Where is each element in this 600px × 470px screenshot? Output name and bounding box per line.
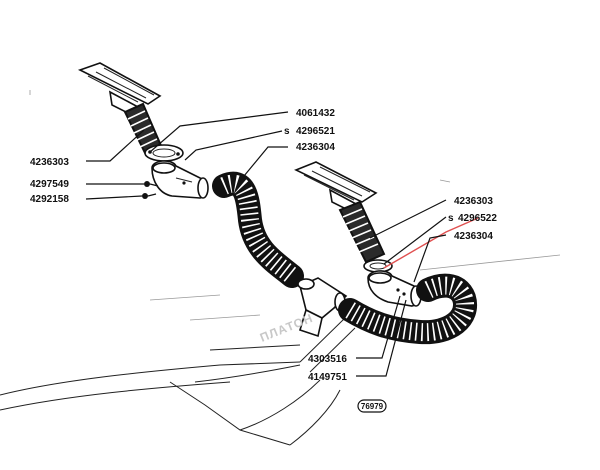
label-left-gasket: 4296521 [296, 126, 335, 137]
label-left-duct: 4061432 [296, 108, 335, 119]
label-right-bracket: 4303516 [308, 354, 347, 365]
right-flexible-hose [338, 273, 477, 345]
label-right-gasket: 4296522 [458, 213, 497, 224]
left-screw [142, 193, 157, 199]
left-gasket [144, 144, 184, 162]
label-right-screw: 4149751 [308, 372, 347, 383]
dashboard-outline [0, 90, 561, 446]
figure-id: 76979 [361, 402, 384, 411]
left-vent-grille [77, 62, 162, 120]
left-clip [144, 181, 159, 187]
leader-lines [85, 111, 447, 377]
label-left-hose-top: 4236304 [296, 142, 335, 153]
left-flexible-hose [212, 171, 304, 288]
label-left-vent-part: 4236303 [30, 157, 69, 168]
right-elbow-fitting [367, 270, 422, 307]
label-left-gasket-marker: s [284, 126, 290, 137]
label-right-hose: 4236304 [454, 231, 493, 242]
label-right-vent-part: 4236303 [454, 196, 493, 207]
central-t-junction [297, 277, 348, 338]
label-left-screw: 4292158 [30, 194, 69, 205]
label-left-clip: 4297549 [30, 179, 69, 190]
right-vent-grille [294, 161, 378, 216]
label-right-gasket-marker: s [448, 213, 454, 224]
left-elbow-fitting [151, 160, 209, 199]
red-annotation-line [383, 217, 479, 269]
figure-id-badge: 76979 [357, 399, 387, 413]
right-vent-duct [338, 200, 386, 264]
